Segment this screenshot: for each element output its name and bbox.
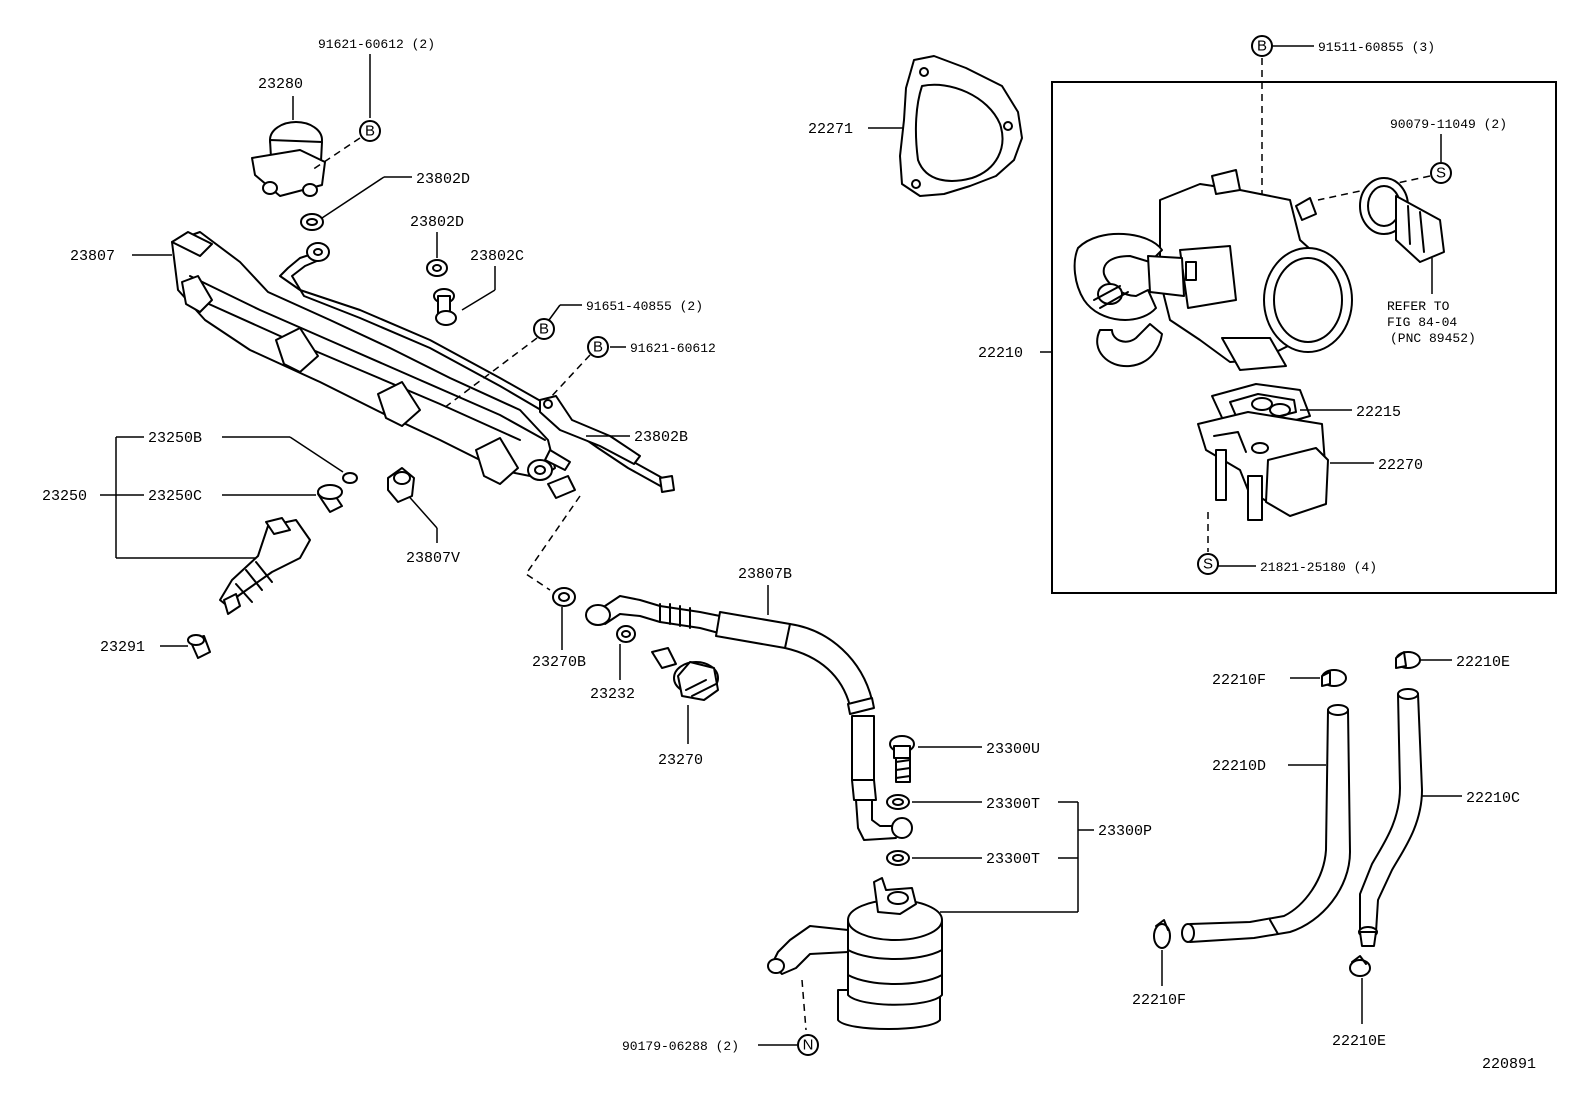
label-22210f-a: 22210F xyxy=(1212,672,1266,689)
gasket-23232 xyxy=(616,625,636,643)
idle-air-control-valve-22270 xyxy=(1197,411,1329,521)
label-23807v: 23807V xyxy=(406,550,460,567)
label-23300p: 23300P xyxy=(1098,823,1152,840)
throttle-body-22210 xyxy=(1073,169,1353,371)
label-23802d-a: 23802D xyxy=(416,171,470,188)
label-22210c: 22210C xyxy=(1466,790,1520,807)
fuel-filter-23300p xyxy=(767,877,943,1030)
label-90179-06288-2: 90179-06288 (2) xyxy=(622,1039,739,1054)
svg-text:B: B xyxy=(593,339,603,356)
label-22215: 22215 xyxy=(1356,404,1401,421)
label-23250: 23250 xyxy=(42,488,87,505)
label-91511-60855-3: 91511-60855 (3) xyxy=(1318,40,1435,55)
label-23300t-a: 23300T xyxy=(986,796,1040,813)
hose-clamp-22210f-lower xyxy=(1153,919,1171,949)
union-bolt-23300u xyxy=(889,735,915,783)
label-22210: 22210 xyxy=(978,345,1023,362)
hose-clamp-22210e-lower xyxy=(1349,955,1371,977)
oring-23802d-lower xyxy=(426,259,448,277)
gasket-23300t-upper xyxy=(886,794,910,810)
refer-line-2: FIG 84-04 xyxy=(1387,315,1457,330)
label-23280: 23280 xyxy=(258,76,303,93)
symbol-b-1: B xyxy=(359,120,381,142)
symbol-s-1: S xyxy=(1430,162,1452,184)
fuel-injector-23250 xyxy=(219,517,311,615)
oring-23802d-upper xyxy=(300,213,324,231)
label-22270: 22270 xyxy=(1378,457,1423,474)
label-91621-60612-2: 91621-60612 (2) xyxy=(318,37,435,52)
label-22210e-b: 22210E xyxy=(1332,1033,1386,1050)
svg-text:B: B xyxy=(539,321,549,338)
symbol-b-3: B xyxy=(587,336,609,358)
oring-23250b xyxy=(342,472,358,484)
label-90079-11049-2: 90079-11049 (2) xyxy=(1390,117,1507,132)
svg-text:S: S xyxy=(1436,165,1446,182)
svg-text:B: B xyxy=(1257,38,1267,55)
label-91651-40855-2: 91651-40855 (2) xyxy=(586,299,703,314)
label-22210f-b: 22210F xyxy=(1132,992,1186,1009)
insulator-23807v xyxy=(387,467,415,503)
cap-23291 xyxy=(187,634,211,659)
throttle-body-box xyxy=(1051,81,1557,594)
label-23270: 23270 xyxy=(658,752,703,769)
label-23807b: 23807B xyxy=(738,566,792,583)
label-23300u: 23300U xyxy=(986,741,1040,758)
refer-line-3: (PNC 89452) xyxy=(1390,331,1476,346)
water-bypass-hose-22210d xyxy=(1181,704,1351,943)
label-23802b: 23802B xyxy=(634,429,688,446)
svg-text:S: S xyxy=(1203,556,1213,573)
symbol-b-2: B xyxy=(533,318,555,340)
hose-clamp-22210f-upper xyxy=(1321,669,1347,687)
symbol-b-4: B xyxy=(1251,35,1273,57)
insulator-23250c xyxy=(317,484,343,513)
diagram-id: 220891 xyxy=(1482,1056,1536,1073)
label-23291: 23291 xyxy=(100,639,145,656)
fuel-delivery-pipe-23807 xyxy=(171,231,576,499)
fuel-pressure-regulator-23280 xyxy=(251,121,326,197)
label-23270b: 23270B xyxy=(532,654,586,671)
label-23802c: 23802C xyxy=(470,248,524,265)
gasket-23300t-lower xyxy=(886,850,910,866)
label-22210e-a: 22210E xyxy=(1456,654,1510,671)
label-22271: 22271 xyxy=(808,121,853,138)
refer-line-1: REFER TO xyxy=(1387,299,1450,314)
throttle-position-sensor xyxy=(1359,177,1445,263)
hose-clamp-22210e-upper xyxy=(1395,651,1421,669)
water-bypass-hose-22210c xyxy=(1358,688,1423,947)
label-23250c: 23250C xyxy=(148,488,202,505)
gasket-23270b xyxy=(552,587,576,607)
symbol-n: N xyxy=(797,1034,819,1056)
gasket-22271 xyxy=(899,55,1023,197)
label-23232: 23232 xyxy=(590,686,635,703)
label-91621-60612: 91621-60612 xyxy=(630,341,716,356)
label-21821-25180-4: 21821-25180 (4) xyxy=(1260,560,1377,575)
fuel-pipe-support-23802b xyxy=(539,395,641,465)
label-22210d: 22210D xyxy=(1212,758,1266,775)
svg-text:N: N xyxy=(803,1037,814,1054)
label-23802d-b: 23802D xyxy=(410,214,464,231)
pulsation-damper-23270 xyxy=(651,647,719,701)
label-23300t-b: 23300T xyxy=(986,851,1040,868)
label-23807: 23807 xyxy=(70,248,115,265)
fuel-hose-23807b xyxy=(585,595,875,715)
label-23250b: 23250B xyxy=(148,430,202,447)
svg-text:B: B xyxy=(365,123,375,140)
symbol-s-2: S xyxy=(1197,553,1219,575)
fuel-filter-outlet-pipe xyxy=(851,715,913,841)
union-bolt-23802c xyxy=(433,288,457,326)
